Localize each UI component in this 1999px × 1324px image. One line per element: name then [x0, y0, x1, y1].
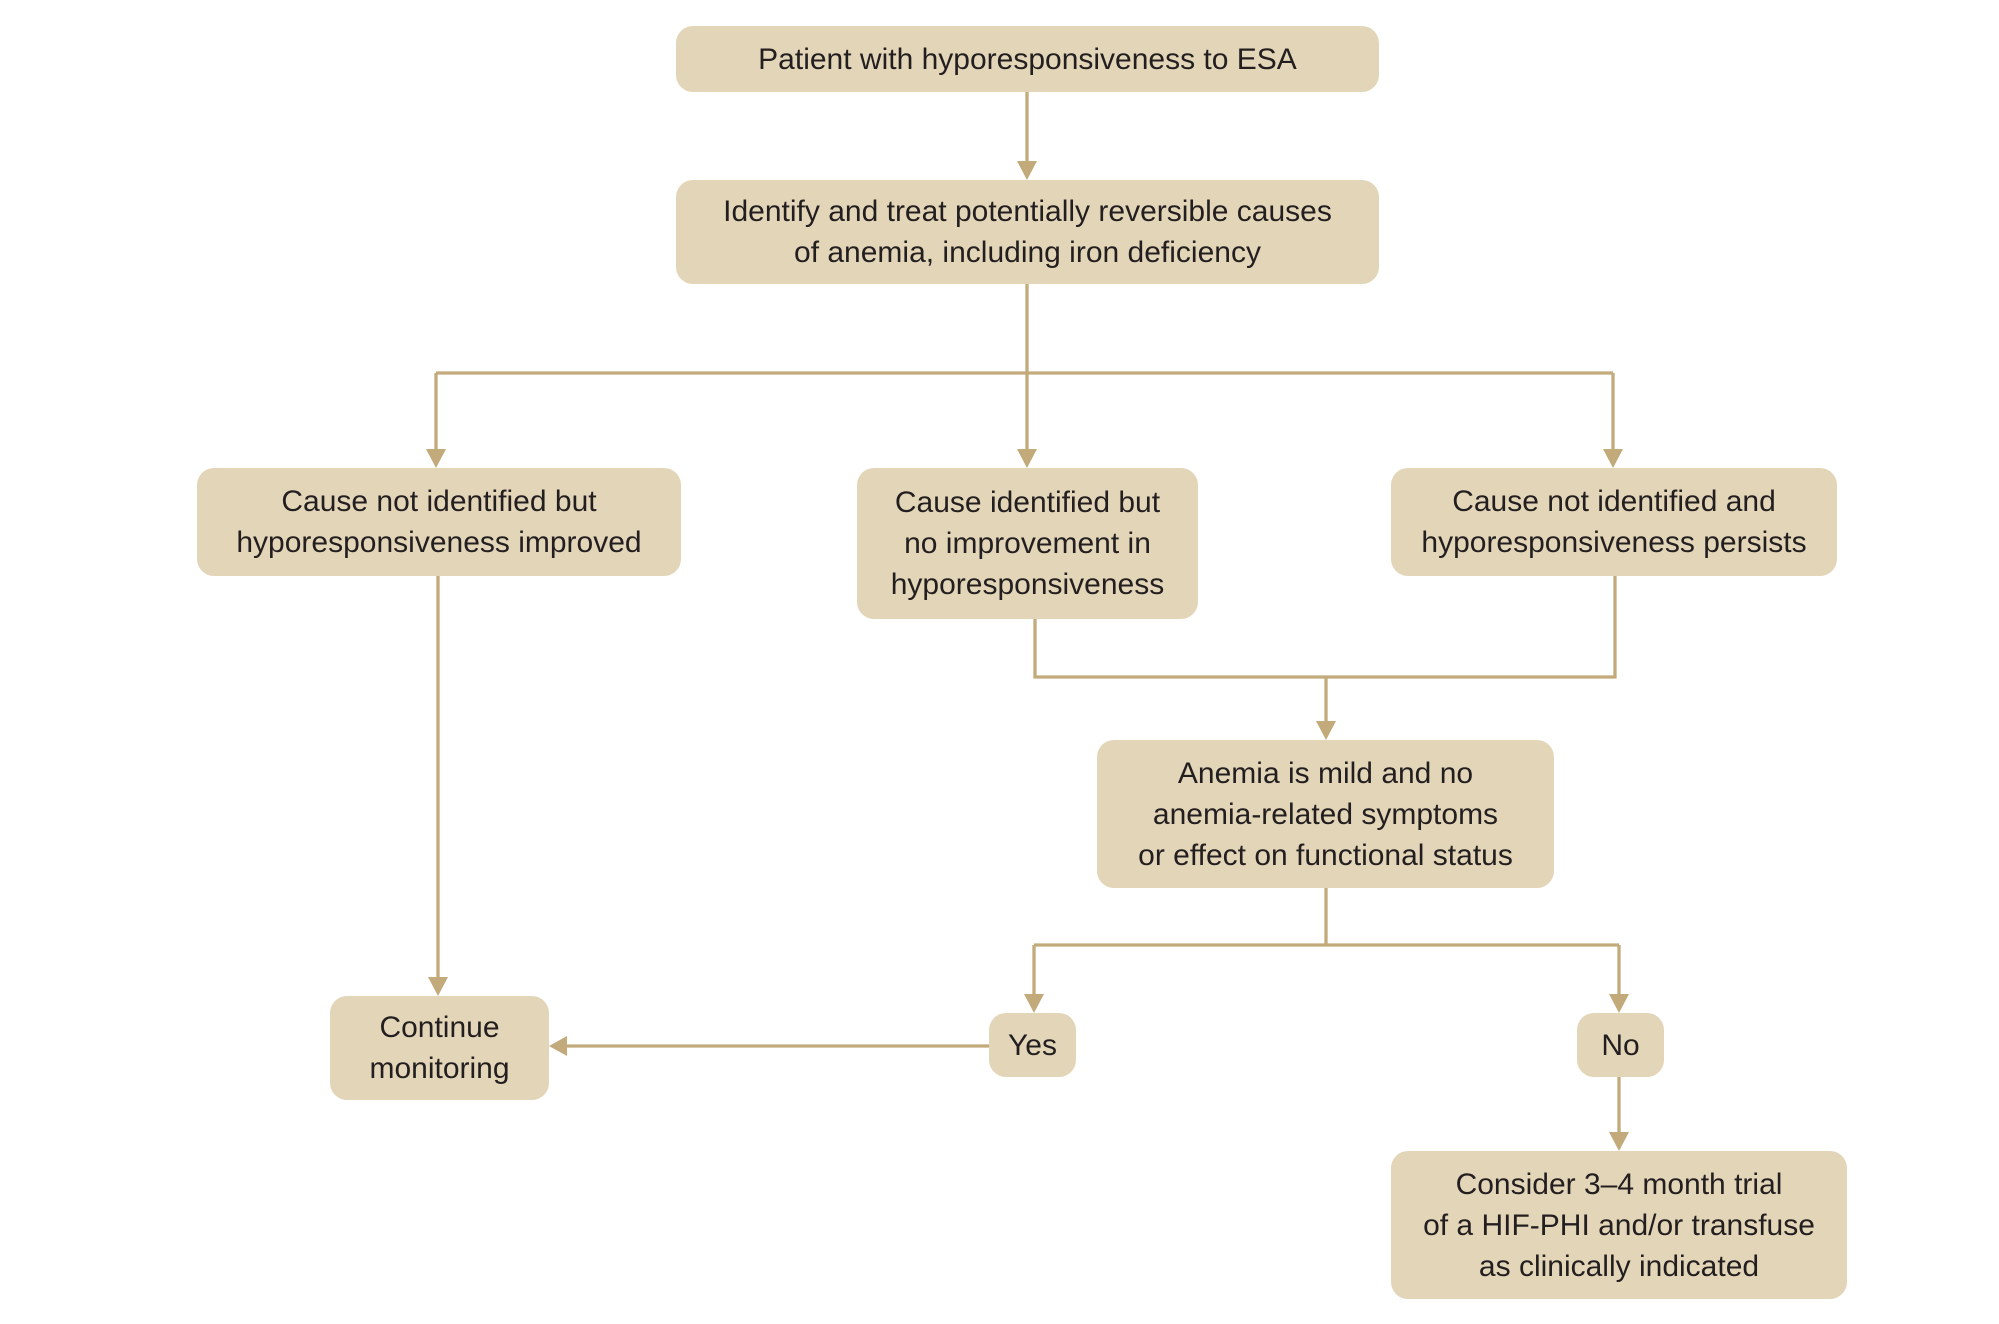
no-node: No	[1577, 1013, 1664, 1077]
start-node: Patient with hyporesponsiveness to ESA	[676, 26, 1379, 92]
arrowhead	[1024, 994, 1044, 1013]
arrowhead	[1603, 449, 1623, 468]
arrowhead	[428, 977, 448, 996]
arrowhead	[549, 1036, 567, 1056]
arrowhead	[426, 449, 446, 468]
consider-trial-node: Consider 3–4 month trial of a HIF-PHI an…	[1391, 1151, 1847, 1299]
arrowhead	[1316, 721, 1336, 740]
anemia-mild-node: Anemia is mild and no anemia-related sym…	[1097, 740, 1554, 888]
not-identified-improved-label: Cause not identified but hyporesponsiven…	[236, 485, 642, 559]
arrowhead	[1017, 161, 1037, 180]
yes-node: Yes	[989, 1013, 1076, 1077]
not-identified-persists-node: Cause not identified and hyporesponsiven…	[1391, 468, 1837, 576]
not-identified-persists-label: Cause not identified and hyporesponsiven…	[1421, 485, 1807, 559]
identify-treat-label: Identify and treat potentially reversibl…	[723, 195, 1332, 269]
consider-trial-label: Consider 3–4 month trial of a HIF-PHI an…	[1423, 1167, 1815, 1283]
not-identified-improved-node: Cause not identified but hyporesponsiven…	[197, 468, 681, 576]
start-label: Patient with hyporesponsiveness to ESA	[758, 42, 1297, 76]
no-label: No	[1601, 1028, 1640, 1062]
continue-monitoring-label: Continue monitoring	[369, 1011, 510, 1085]
anemia-mild-label: Anemia is mild and no anemia-related sym…	[1138, 756, 1513, 872]
continue-monitoring-node: Continue monitoring	[330, 996, 549, 1100]
identified-no-improvement-node: Cause identified but no improvement in h…	[857, 468, 1198, 619]
arrowhead	[1609, 994, 1629, 1013]
identify-treat-node: Identify and treat potentially reversibl…	[676, 180, 1379, 284]
arrowhead	[1609, 1132, 1629, 1151]
arrowhead	[1017, 449, 1037, 468]
identified-no-improvement-label: Cause identified but no improvement in h…	[890, 486, 1165, 601]
yes-label: Yes	[1008, 1028, 1057, 1062]
